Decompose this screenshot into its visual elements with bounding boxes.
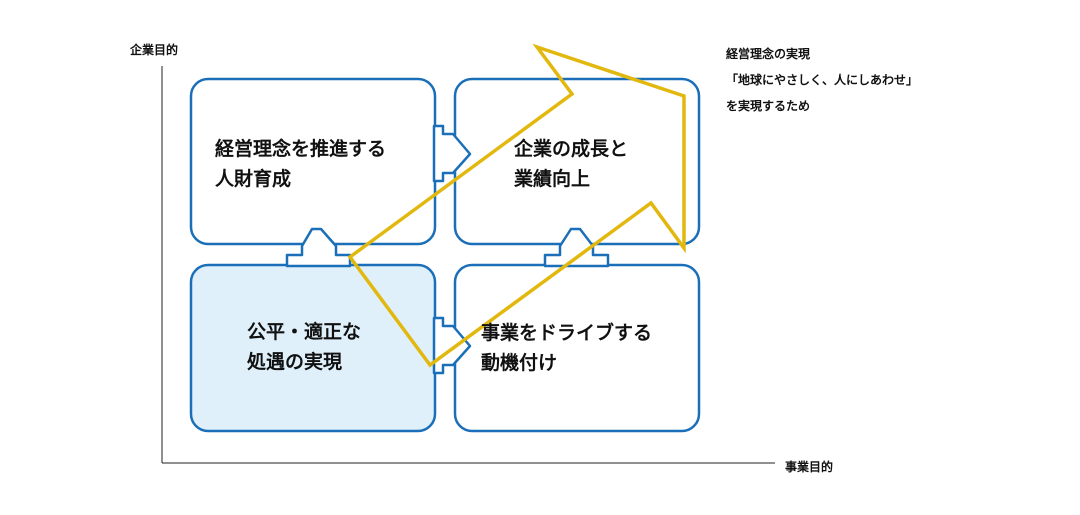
arrow-up-right	[543, 227, 610, 268]
zigzag-arrow	[347, 43, 686, 368]
arrow-right-top	[432, 124, 472, 183]
y-axis-label: 企業目的	[130, 43, 179, 57]
box-label-line: 事業をドライブする	[481, 322, 653, 344]
box-top-left-label: 経営理念を推進する 人財育成	[215, 134, 386, 194]
mission-note-line: を実現するため	[726, 99, 811, 113]
mission-note-line: 「地球にやさしく、人にしあわせ」	[726, 73, 919, 87]
box-label-line: 処遇の実現	[247, 351, 343, 373]
box-label-line: 人財育成	[215, 168, 292, 190]
mission-note-line: 経営理念の実現	[726, 47, 811, 61]
box-bottom-left-label: 公平・適正な 処遇の実現	[247, 317, 361, 377]
mission-note: 経営理念の実現 「地球にやさしく、人にしあわせ」 を実現するため	[726, 41, 918, 119]
box-label-line: 経営理念を推進する	[215, 138, 387, 160]
arrow-right-bottom	[432, 316, 472, 375]
box-bottom-right-label: 事業をドライブする 動機付け	[481, 318, 652, 378]
box-label-line: 業績向上	[514, 168, 591, 190]
x-axis-label: 事業目的	[785, 460, 834, 474]
box-label-line: 企業の成長と	[514, 138, 629, 160]
box-label-line: 公平・適正な	[247, 321, 362, 343]
box-label-line: 動機付け	[481, 352, 558, 374]
box-top-right-label: 企業の成長と 業績向上	[514, 134, 628, 194]
